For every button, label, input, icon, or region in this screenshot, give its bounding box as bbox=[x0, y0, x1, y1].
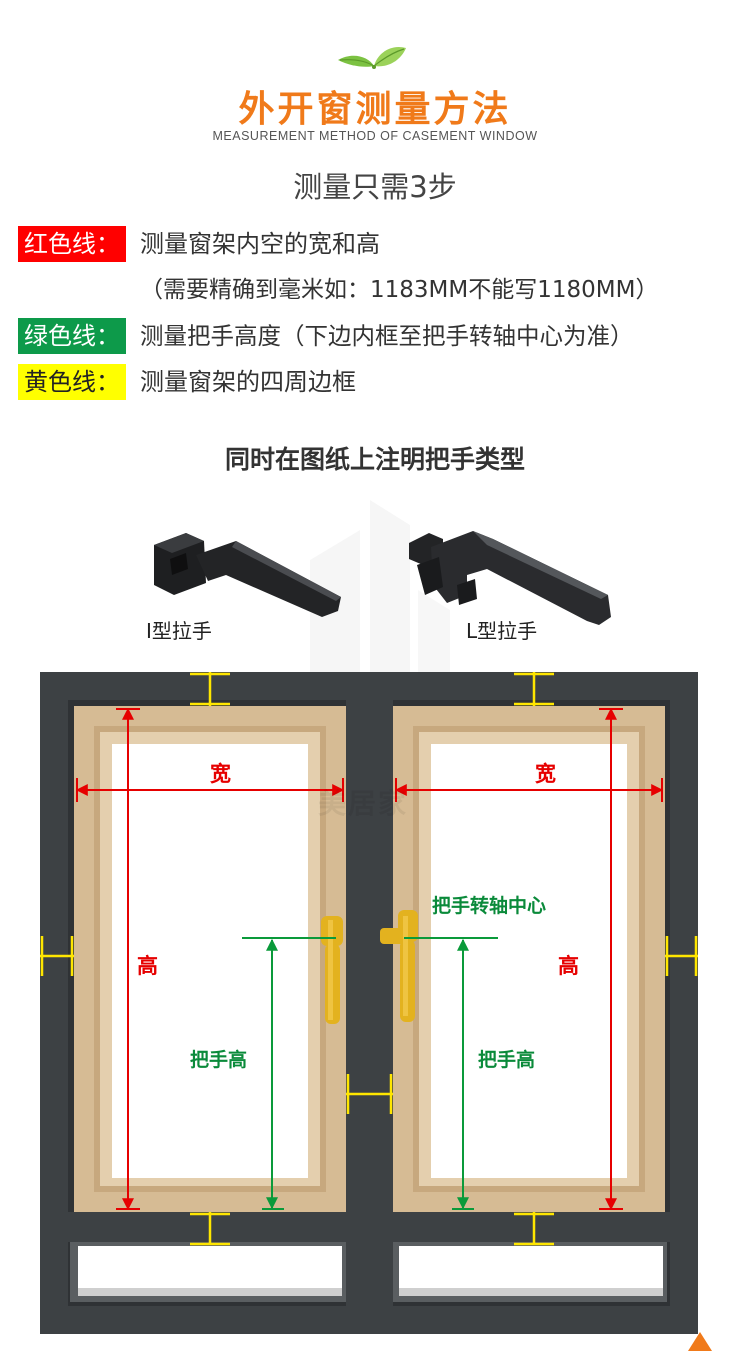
leaf-icon bbox=[338, 46, 406, 69]
left-window-handle-icon bbox=[321, 916, 343, 1024]
height-label-right: 高 bbox=[558, 954, 579, 978]
casement-window-diagram bbox=[40, 672, 712, 1351]
width-label-right: 宽 bbox=[535, 762, 556, 786]
yellow-line-desc: 测量窗架的四周边框 bbox=[140, 368, 356, 396]
red-line-desc: 测量窗架内空的宽和高 bbox=[140, 230, 380, 258]
i-type-handle-icon bbox=[154, 533, 341, 617]
page-title: 外开窗测量方法 bbox=[238, 89, 512, 130]
transom bbox=[68, 1212, 670, 1242]
right-window-handle-icon bbox=[380, 910, 418, 1022]
page-subtitle-en: MEASUREMENT METHOD OF CASEMENT WINDOW bbox=[212, 129, 538, 143]
handle-height-label-left: 把手高 bbox=[190, 1049, 248, 1071]
height-label-left: 高 bbox=[137, 954, 158, 978]
corner-triangle-icon bbox=[688, 1332, 712, 1351]
green-line-desc: 测量把手高度（下边内框至把手转轴中心为准） bbox=[140, 322, 634, 350]
red-line-tag: 红色线： bbox=[18, 226, 126, 262]
right-glass bbox=[431, 744, 627, 1178]
green-line-tag: 绿色线： bbox=[18, 318, 126, 354]
handle-axis-center-label: 把手转轴中心 bbox=[432, 895, 547, 917]
l-type-handle-label: L型拉手 bbox=[466, 619, 538, 643]
handle-type-note: 同时在图纸上注明把手类型 bbox=[224, 445, 525, 474]
i-type-handle-label: I型拉手 bbox=[146, 619, 212, 643]
watermark-text: 美居家 bbox=[318, 787, 409, 820]
handle-height-label-right: 把手高 bbox=[478, 1049, 536, 1071]
yellow-frame-markers bbox=[40, 672, 698, 1246]
green-handle-height-lines bbox=[242, 937, 498, 1210]
l-type-handle-icon bbox=[409, 531, 611, 625]
red-line-note: （需要精确到毫米如：1183MM不能写1180MM） bbox=[140, 277, 659, 303]
width-label-left: 宽 bbox=[210, 762, 231, 786]
center-mullion bbox=[346, 700, 393, 1306]
yellow-line-tag: 黄色线： bbox=[18, 364, 126, 400]
steps-heading: 测量只需3步 bbox=[293, 170, 457, 204]
red-dimension-lines bbox=[75, 707, 664, 1211]
